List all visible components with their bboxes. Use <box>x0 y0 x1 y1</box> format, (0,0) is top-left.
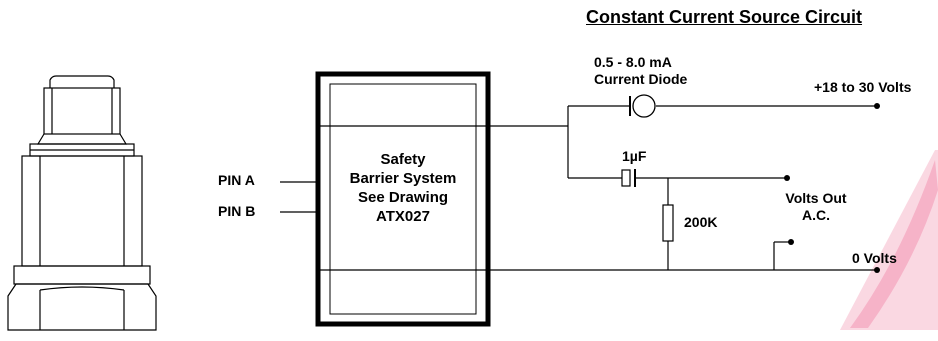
diode-label-line: 0.5 - 8.0 mA <box>594 54 672 70</box>
barrier-box-text: Safety Barrier System See Drawing ATX027 <box>332 150 474 226</box>
wiring <box>280 105 876 271</box>
barrier-box <box>315 71 491 327</box>
volts-out-label-line: A.C. <box>802 207 830 223</box>
sensor-drawing <box>7 75 157 331</box>
pin-a-label: PIN A <box>218 172 255 188</box>
pin-b-label: PIN B <box>218 203 256 219</box>
barrier-text-line: Safety <box>380 151 426 168</box>
diagram-title: Constant Current Source Circuit <box>586 7 863 27</box>
terminals <box>784 103 880 273</box>
watermark-swoosh <box>840 150 938 330</box>
terminal-volts-out <box>788 239 794 245</box>
ground-label: 0 Volts <box>852 250 897 266</box>
barrier-text-line: Barrier System <box>349 170 457 187</box>
current-diode-symbol <box>629 94 656 118</box>
resistor-symbol <box>662 204 674 242</box>
terminal-supply <box>874 103 880 109</box>
barrier-text-line: ATX027 <box>376 208 430 225</box>
terminal-ground <box>874 267 880 273</box>
barrier-text-line: See Drawing <box>357 189 449 206</box>
volts-out-label-line: Volts Out <box>785 190 847 206</box>
resistor-label: 200K <box>684 214 718 230</box>
diode-label-line: Current Diode <box>594 71 688 87</box>
capacitor-label: 1µF <box>622 148 647 164</box>
supply-label: +18 to 30 Volts <box>814 79 912 95</box>
diode-label: 0.5 - 8.0 mA Current Diode <box>594 54 687 88</box>
volts-out-label: Volts Out A.C. <box>776 190 856 224</box>
capacitor-symbol <box>621 169 636 187</box>
terminal-cap-out <box>784 175 790 181</box>
